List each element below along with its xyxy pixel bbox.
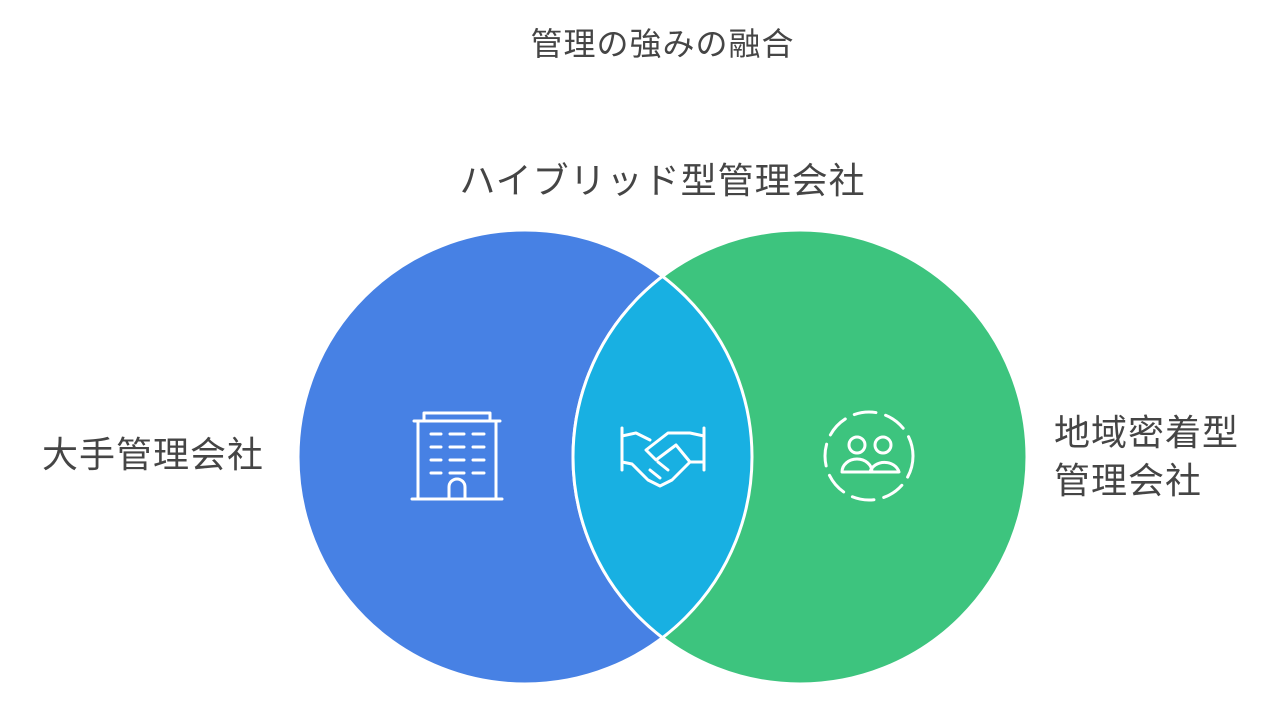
right-set-label-line1: 地域密着型 — [1054, 413, 1240, 454]
diagram-title: 管理の強みの融合 — [530, 25, 795, 63]
right-set-label-line2: 管理会社 — [1054, 461, 1203, 502]
community-people-icon — [823, 410, 915, 502]
handshake-icon — [620, 426, 706, 488]
left-set-label: 大手管理会社 — [42, 435, 265, 476]
right-set-label: 地域密着型 管理会社 — [1054, 410, 1239, 506]
intersection-region — [573, 230, 752, 684]
office-building-icon — [410, 411, 504, 501]
overlap-label: ハイブリッド型管理会社 — [459, 161, 866, 202]
